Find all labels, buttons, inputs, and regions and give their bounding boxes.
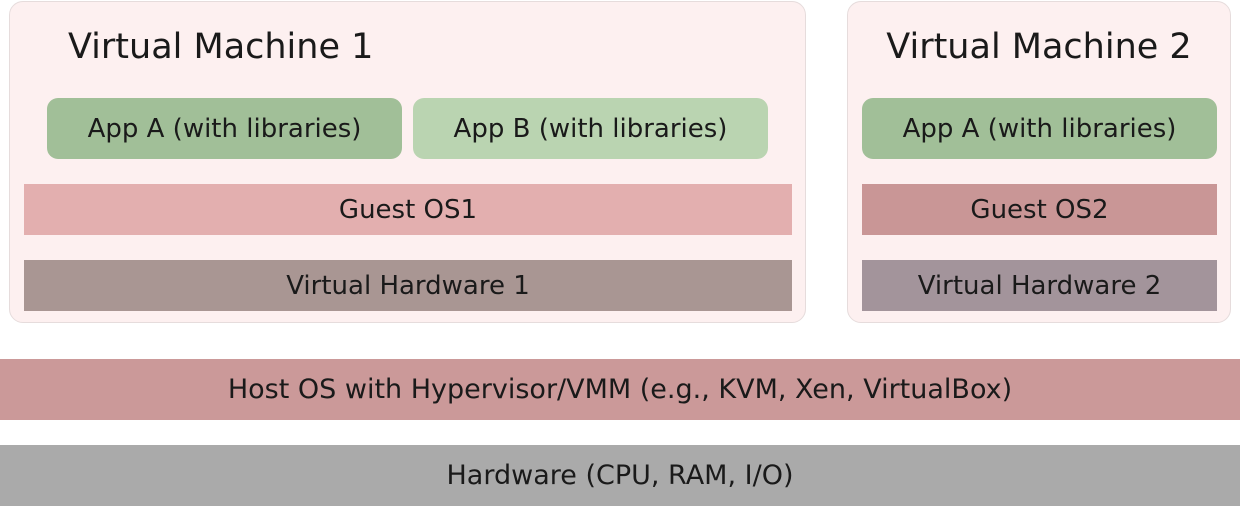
hardware-layer: Hardware (CPU, RAM, I/O) (0, 445, 1240, 506)
vm1-guest-os-layer: Guest OS1 (24, 184, 792, 235)
host-os-hypervisor-layer: Host OS with Hypervisor/VMM (e.g., KVM, … (0, 359, 1240, 420)
vm2-title: Virtual Machine 2 (886, 27, 1192, 67)
virtual-machine-1: Virtual Machine 1 App A (with libraries)… (9, 1, 806, 323)
vm1-title: Virtual Machine 1 (68, 27, 374, 67)
vm2-virtual-hardware-layer: Virtual Hardware 2 (862, 260, 1217, 311)
vm1-app-a-box: App A (with libraries) (47, 98, 402, 159)
vm2-guest-os-layer: Guest OS2 (862, 184, 1217, 235)
vm1-virtual-hardware-layer: Virtual Hardware 1 (24, 260, 792, 311)
vm2-app-a-box: App A (with libraries) (862, 98, 1217, 159)
vm1-app-b-box: App B (with libraries) (413, 98, 768, 159)
virtual-machine-2: Virtual Machine 2 App A (with libraries)… (847, 1, 1231, 323)
